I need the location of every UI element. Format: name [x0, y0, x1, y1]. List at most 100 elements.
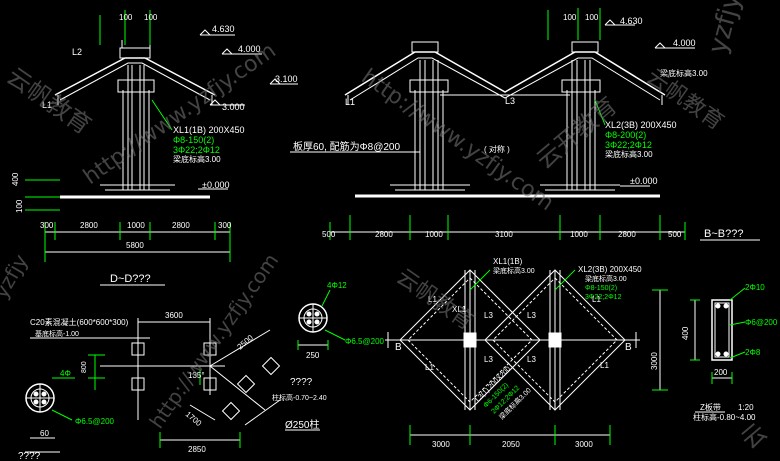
- beam-xl1-bars: 3Φ22;2Φ12: [173, 145, 220, 155]
- col-rebar: 4Φ12: [327, 281, 347, 290]
- label-l2: L2: [72, 47, 82, 57]
- z-bottom-bar: 2Φ8: [745, 348, 761, 357]
- z-title: Z板带: [700, 402, 721, 412]
- plan-xl2-elev: 梁底标高3.00: [585, 274, 627, 283]
- dim-total: 5800: [126, 241, 144, 250]
- elev-r-4000: 4.000: [673, 38, 696, 48]
- dim-b-4: 2800: [172, 221, 190, 230]
- dim-top-r2: 100: [585, 13, 599, 22]
- plan-l1-a: L1: [428, 295, 437, 304]
- plan-xl1-tag: XL1: [452, 305, 467, 314]
- plan-l1-b: L1: [592, 295, 601, 304]
- plan-xl1-elev: 梁底标高3.00: [493, 266, 535, 275]
- section-title-dd: D~D???: [110, 273, 151, 285]
- plan-b-left: B: [395, 342, 402, 353]
- section-d-d: [25, 10, 298, 286]
- slab-note: 板厚60, 配筋为Φ8@200: [293, 140, 400, 153]
- dim-r-3: 1000: [425, 230, 443, 239]
- plan-xl2-bars: 3Φ22;2Φ12: [585, 294, 622, 301]
- plan-l1-c: L1: [425, 363, 434, 372]
- section-title-bb: B~B???: [704, 228, 743, 240]
- dim-r-1: 500: [322, 230, 336, 239]
- elev-4630: 4.630: [212, 24, 235, 34]
- z-scale: 1:20: [738, 403, 754, 412]
- elev-r-4630: 4.630: [620, 16, 643, 26]
- z-dim-400: 400: [681, 326, 690, 340]
- dim-r-4: 3100: [495, 230, 513, 239]
- plan-l3-a: L3: [484, 311, 493, 320]
- beam-xl2-stirrup: Φ8-200(2): [605, 130, 646, 140]
- dim-r-6: 2800: [618, 230, 636, 239]
- beam-xl1-stirrup: Φ8-150(2): [173, 135, 214, 145]
- z-top-bar: 2Φ10: [745, 283, 765, 292]
- footing-spec: C20素混凝土(600*600*300): [30, 317, 129, 327]
- elev-3000: 3.000: [222, 102, 245, 112]
- dim-3600: 3600: [165, 311, 183, 320]
- plan-xl1: XL1(1B): [493, 257, 523, 266]
- foundation-plan: [25, 318, 320, 453]
- section-b-b-labels: 100 100 4.630 4.000 梁底标高3.00 L1 L3 XL2(3…: [293, 13, 743, 240]
- angle-135: 135°: [188, 371, 205, 380]
- foundation-plan-labels: C20素混凝土(600*600*300) 基底标高-1.00 3600 2500…: [18, 311, 327, 461]
- elev-0: ±0.000: [202, 180, 229, 190]
- dim-top-2: 100: [144, 13, 158, 22]
- dim-b-1: 300: [40, 221, 54, 230]
- plan-l3-d: L3: [527, 355, 536, 364]
- dim-b-3: 1000: [127, 221, 145, 230]
- beam-xl2-elev: 梁底标高3.00: [605, 149, 653, 159]
- plan-l3-b: L3: [527, 311, 536, 320]
- label-l1: L1: [42, 100, 52, 110]
- column-elev: 柱标高-0.70~2.40: [272, 393, 327, 402]
- dim-r-2: 2800: [375, 230, 393, 239]
- elev-4000: 4.000: [238, 44, 261, 54]
- z-dim-200: 200: [714, 368, 728, 377]
- dim-b-2: 2800: [80, 221, 98, 230]
- dim-400: 400: [11, 172, 20, 186]
- col-title: ????: [290, 377, 313, 388]
- dim-r-5: 1000: [570, 230, 588, 239]
- elev-3100: 3.100: [275, 74, 298, 84]
- dim-top-1: 100: [119, 13, 133, 22]
- z-detail-labels: 2Φ10 Φ6@200 2Φ8 400 200 Z板带 1:20 柱标高-0.8…: [681, 283, 778, 422]
- footing-elev: 基底标高-1.00: [35, 329, 79, 338]
- column-detail-labels: 4Φ12 Φ6.5@200 250 ????: [290, 281, 385, 388]
- col-ring: Φ6.5@200: [345, 337, 385, 346]
- dim-100: 100: [15, 199, 24, 213]
- beam-xl2-bars: 3Φ22;2Φ12: [605, 140, 652, 150]
- dim-top-r1: 100: [563, 13, 577, 22]
- beam-xl1-elev: 梁底标高3.00: [173, 154, 221, 164]
- center-note: ( 对称 ): [484, 144, 510, 154]
- beam-xl2: XL2(3B) 200X450: [605, 120, 677, 130]
- dim-2850: 2850: [188, 445, 206, 454]
- plan-b-right: B: [625, 342, 632, 353]
- section-b-b: [290, 8, 760, 241]
- column-note: Ø250柱: [285, 418, 319, 431]
- plan-xl2: XL2(3B) 200X450: [578, 265, 642, 274]
- plan-l3-c: L3: [484, 355, 493, 364]
- plan-xl2-stirrup: Φ8-150(2): [585, 285, 617, 292]
- plan-dim-2: 2050: [502, 440, 520, 449]
- label-r-l1: L1: [345, 97, 355, 107]
- column-detail: [297, 289, 346, 350]
- dim-60: 60: [40, 429, 49, 438]
- z-elev: 柱标高-0.80~4.00: [693, 412, 756, 422]
- plan-dim-1: 3000: [432, 440, 450, 449]
- plan-dim-v: 3000: [650, 352, 659, 370]
- elev-r-300: 梁底标高3.00: [660, 68, 708, 78]
- rebar-4phi: 4Φ: [60, 369, 71, 378]
- col-dim: 250: [306, 351, 320, 360]
- z-detail: [690, 287, 746, 413]
- plan-l1-d: L1: [600, 361, 609, 370]
- roof-plan: [385, 269, 668, 445]
- plan-dim-3: 3000: [575, 440, 593, 449]
- dim-b-5: 300: [218, 221, 232, 230]
- z-stirrup: Φ6@200: [745, 318, 778, 327]
- section-d-d-labels: 100 100 4.630 4.000 3.100 3.000 L2 L1 XL…: [11, 13, 298, 285]
- plan-title: ????: [18, 451, 41, 461]
- label-r-l3: L3: [505, 96, 515, 106]
- ring-phi65: Φ6.5@200: [75, 417, 115, 426]
- dim-800: 800: [81, 361, 88, 373]
- dim-r-7: 500: [668, 230, 682, 239]
- elev-r-0: ±0.000: [630, 176, 657, 186]
